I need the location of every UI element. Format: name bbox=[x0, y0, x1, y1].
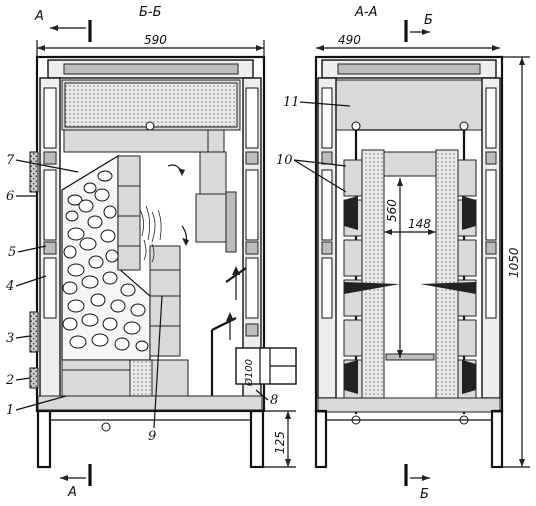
chamber-lining bbox=[343, 149, 477, 403]
left-legs bbox=[36, 409, 265, 469]
left-cut-marker-bottom: А bbox=[60, 464, 92, 500]
callout-4: 4 bbox=[5, 279, 14, 294]
chamber-height-dim: 560 bbox=[385, 199, 399, 222]
callouts-right: 11 10 bbox=[276, 95, 351, 193]
total-height-dim: 1050 bbox=[507, 247, 521, 278]
callout-3: 3 bbox=[6, 331, 14, 346]
left-brick-column bbox=[117, 155, 181, 357]
callout-5: 5 bbox=[8, 245, 16, 260]
right-legs bbox=[314, 409, 504, 469]
top-slab-right bbox=[335, 79, 483, 131]
callout-8: 8 bbox=[270, 393, 278, 408]
right-cut-marker-bottom: Б bbox=[404, 464, 430, 502]
callout-6: 6 bbox=[6, 189, 14, 204]
callout-1: 1 bbox=[6, 403, 14, 418]
right-cut-marker-top: Б bbox=[404, 13, 433, 42]
leg-height-dim: 125 bbox=[273, 431, 287, 454]
chimney-pipe: Ø100 bbox=[235, 347, 297, 387]
left-casing bbox=[35, 55, 266, 413]
callout-9: 9 bbox=[148, 429, 156, 444]
callout-2: 2 bbox=[5, 373, 14, 388]
callouts-left: 7 6 5 4 3 2 1 9 8 bbox=[5, 153, 278, 444]
chamber-width-dim: 148 bbox=[408, 217, 431, 231]
right-section-title: А-А bbox=[354, 5, 377, 20]
left-section-title: Б-Б bbox=[139, 5, 162, 20]
svg-text:А: А bbox=[34, 9, 44, 24]
left-view: Б-Б 590 А bbox=[29, 5, 297, 500]
stone-heap bbox=[61, 154, 151, 361]
left-width-dim: 590 bbox=[144, 33, 167, 47]
left-cut-marker-top: А bbox=[34, 9, 92, 42]
callout-11: 11 bbox=[283, 95, 300, 110]
callout-7: 7 bbox=[6, 153, 15, 168]
right-width-dim: 490 bbox=[338, 33, 361, 47]
flue-channel bbox=[195, 151, 247, 398]
pipe-diameter-label: Ø100 bbox=[243, 359, 255, 387]
svg-text:Б: Б bbox=[424, 13, 433, 28]
right-view: А-А 490 Б bbox=[314, 5, 530, 502]
svg-text:Б: Б bbox=[420, 487, 429, 502]
svg-text:А: А bbox=[67, 485, 77, 500]
callout-10: 10 bbox=[276, 153, 293, 168]
